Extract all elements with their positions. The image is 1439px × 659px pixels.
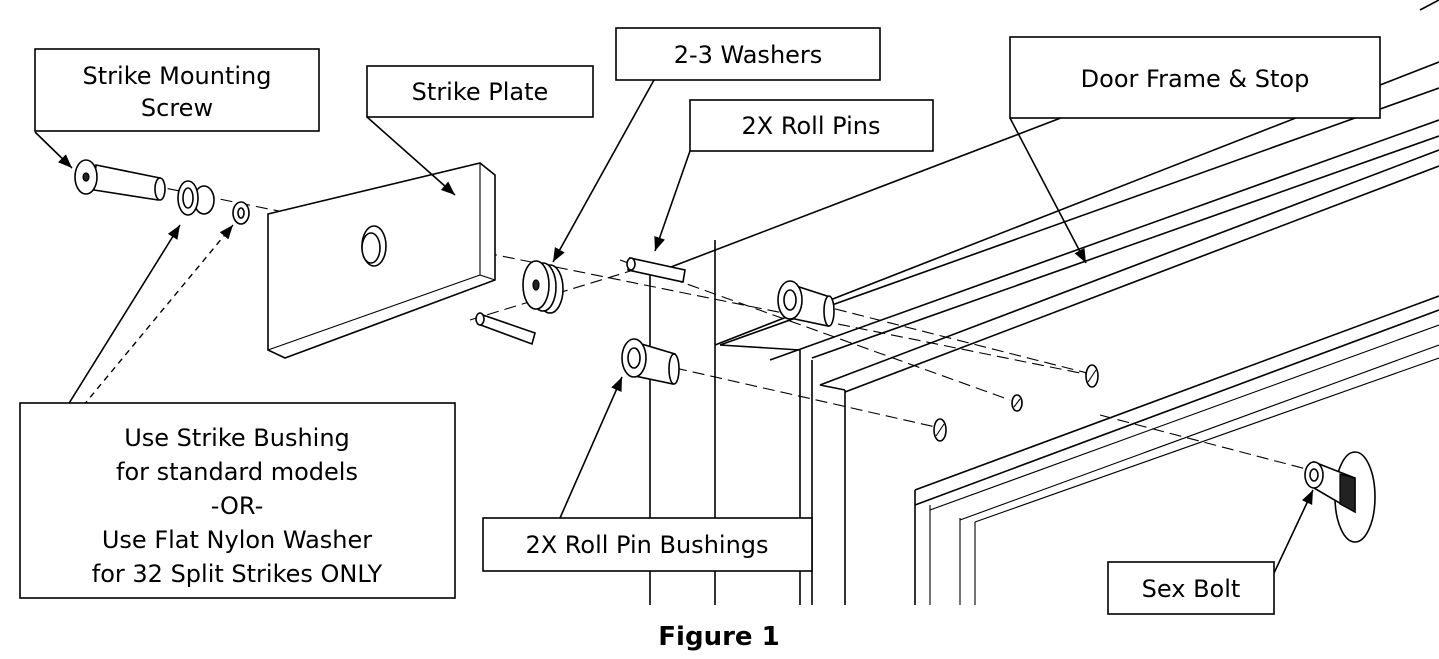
callout-roll-pin-bushings: 2X Roll Pin Bushings <box>482 517 813 572</box>
washers-label: 2-3 Washers <box>674 41 823 69</box>
flat-nylon-washer <box>232 201 250 225</box>
callout-strike-plate: Strike Plate <box>366 65 594 118</box>
strike-mounting-screw-label-line2: Screw <box>141 94 213 122</box>
use-strike-bushing-line1: Use Strike Bushing <box>124 424 350 452</box>
callout-sex-bolt: Sex Bolt <box>1107 561 1275 615</box>
callout-box-use-strike-bushing: Use Strike Bushing for standard models -… <box>19 402 456 599</box>
strike-mounting-screw <box>74 159 166 201</box>
use-strike-bushing-line4: Use Flat Nylon Washer <box>102 526 372 554</box>
sex-bolt-label: Sex Bolt <box>1142 575 1241 603</box>
roll-pins-label: 2X Roll Pins <box>742 112 881 140</box>
sex-bolt-part <box>1304 451 1376 543</box>
strike-plate-part <box>267 162 496 359</box>
roll-pin-upper <box>626 257 686 283</box>
callout-strike-mounting-screw: Strike Mounting Screw <box>34 48 320 132</box>
use-strike-bushing-line5: for 32 Split Strikes ONLY <box>92 560 383 588</box>
callout-door-frame-stop: Door Frame & Stop <box>1009 36 1381 119</box>
roll-pin-lower <box>475 312 536 346</box>
strike-plate-label: Strike Plate <box>412 78 549 106</box>
use-strike-bushing-line3: -OR- <box>211 492 264 520</box>
roll-pin-bushing-lower <box>621 338 680 385</box>
figure-caption: Figure 1 <box>658 622 779 652</box>
door-frame-stop-label: Door Frame & Stop <box>1081 65 1310 93</box>
roll-pin-bushing-upper <box>777 280 835 327</box>
strike-bushing <box>177 180 215 216</box>
callout-roll-pins: 2X Roll Pins <box>689 99 934 152</box>
roll-pin-bushings-label: 2X Roll Pin Bushings <box>525 531 768 559</box>
strike-mounting-screw-label-line1: Strike Mounting <box>83 62 272 90</box>
frame-holes <box>933 364 1099 442</box>
use-strike-bushing-line2: for standard models <box>116 458 358 486</box>
washer-stack <box>522 260 564 314</box>
callout-washers: 2-3 Washers <box>615 27 881 81</box>
